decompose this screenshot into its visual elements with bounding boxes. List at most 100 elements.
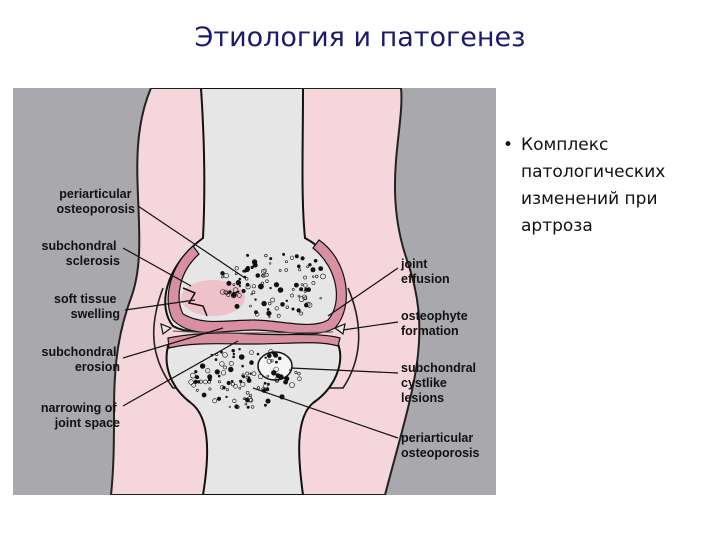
porosity-dot (198, 379, 203, 384)
porosity-dots (188, 252, 326, 410)
porosity-dot (297, 376, 302, 381)
porosity-dot (219, 361, 225, 367)
porosity-dot (266, 382, 270, 386)
porosity-dot (224, 291, 229, 296)
porosity-dot (231, 349, 235, 353)
porosity-dot (268, 262, 272, 265)
porosity-dot (294, 370, 298, 374)
porosity-dot (273, 282, 280, 288)
porosity-dot (228, 405, 231, 408)
porosity-dot (199, 363, 206, 369)
porosity-dot (278, 374, 284, 380)
porosity-dot (232, 287, 239, 293)
porosity-dot (273, 352, 279, 358)
porosity-dot (188, 379, 194, 385)
porosity-dot (194, 370, 198, 374)
porosity-dot (203, 379, 208, 385)
porosity-dot (265, 279, 269, 283)
porosity-dot (297, 294, 301, 298)
porosity-dot (289, 255, 295, 260)
porosity-dot (242, 375, 246, 379)
porosity-dot (241, 288, 246, 294)
porosity-dot (238, 285, 241, 288)
bullet-list: • Комплекс патологических изменений при … (497, 132, 712, 240)
porosity-dot (228, 290, 232, 294)
porosity-dot (278, 269, 282, 272)
label-subchondral-erosion: subchondral erosion (42, 345, 121, 374)
porosity-dot (212, 398, 218, 404)
porosity-dot (297, 372, 301, 376)
porosity-dot (249, 350, 254, 355)
porosity-dot (237, 293, 242, 298)
porosity-dot (276, 313, 281, 318)
porosity-dot (319, 297, 322, 300)
porosity-dot (274, 306, 279, 311)
porosity-dot (256, 352, 260, 356)
porosity-dot (228, 369, 231, 372)
porosity-dot (301, 294, 307, 300)
porosity-dot (261, 269, 266, 274)
sclerosis-region (181, 280, 245, 316)
bullet-text: Комплекс патологических изменений при ар… (521, 135, 666, 236)
porosity-dot (195, 388, 199, 392)
knee-joint-diagram: periarticular osteoporosis subchondral s… (13, 88, 496, 495)
porosity-dot (214, 369, 220, 375)
porosity-dot (220, 271, 225, 276)
porosity-dot (270, 359, 274, 363)
porosity-dot (300, 256, 305, 261)
porosity-dot (238, 348, 241, 351)
porosity-dot (208, 387, 212, 391)
porosity-dot (268, 301, 272, 306)
porosity-dot (219, 385, 225, 390)
porosity-dot (223, 365, 228, 370)
femur-cartilage (167, 239, 347, 335)
porosity-dot (249, 360, 254, 365)
porosity-dot (291, 288, 295, 291)
label-subchondral-sclerosis: subchondral sclerosis (42, 239, 121, 268)
porosity-dot (228, 360, 234, 366)
porosity-dot (299, 311, 304, 316)
porosity-dot (238, 354, 245, 360)
porosity-dot (265, 398, 271, 404)
porosity-dot (218, 380, 222, 384)
porosity-dot (269, 257, 273, 261)
leader-periarticular-right (252, 387, 399, 439)
porosity-dot (300, 283, 304, 286)
porosity-dot (304, 303, 309, 308)
porosity-dot (216, 396, 222, 401)
porosity-dot (285, 305, 289, 309)
porosity-dot (320, 273, 326, 280)
porosity-dot (291, 307, 295, 311)
porosity-dot (250, 265, 254, 269)
porosity-dot (221, 275, 224, 279)
porosity-dot (246, 405, 250, 409)
porosity-dot (258, 373, 264, 380)
porosity-dot (205, 368, 211, 374)
porosity-dot (234, 303, 240, 309)
porosity-dot (311, 281, 316, 285)
porosity-dot (232, 355, 235, 359)
label-periarticular-osteoporosis-left: periarticular osteoporosis (57, 187, 136, 216)
porosity-dot (228, 366, 234, 373)
porosity-dot (263, 403, 267, 407)
porosity-dot (262, 268, 267, 273)
porosity-dot (223, 273, 229, 279)
porosity-dot (246, 396, 253, 403)
porosity-dot (235, 280, 242, 286)
porosity-dot (261, 274, 266, 278)
porosity-dot (245, 277, 249, 281)
label-periarticular-osteoporosis-right: periarticular osteoporosis (401, 431, 480, 460)
label-narrowing-joint-space: narrowing of joint space (41, 401, 120, 430)
porosity-dot (249, 372, 252, 375)
leader-sclerosis (122, 247, 192, 287)
porosity-dot (246, 253, 250, 257)
porosity-dot (294, 254, 299, 259)
porosity-dot (269, 286, 272, 290)
porosity-dot (217, 374, 221, 378)
label-joint-effusion: joint effusion (400, 257, 450, 286)
porosity-dot (235, 405, 240, 410)
porosity-dot (252, 262, 258, 268)
porosity-dot (280, 302, 285, 307)
leader-narrowing (122, 340, 239, 407)
porosity-dot (191, 382, 196, 388)
